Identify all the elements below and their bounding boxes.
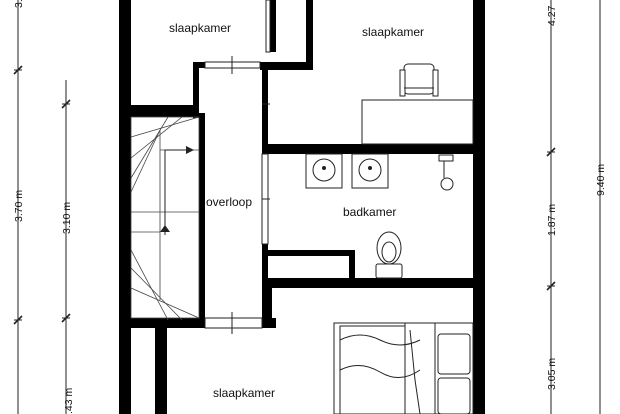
partition-landing-bath bbox=[262, 62, 268, 154]
bed bbox=[333, 322, 474, 414]
toilet bbox=[375, 231, 403, 279]
wall-stair-top bbox=[131, 105, 199, 117]
desk bbox=[361, 63, 474, 145]
wall-top-left-vertical bbox=[193, 62, 199, 118]
outer-wall-right bbox=[473, 0, 485, 414]
bathroom-niche-top bbox=[262, 250, 355, 256]
label-bedroom-bottom: slaapkamer bbox=[213, 386, 275, 400]
label-bedroom-top-left: slaapkamer bbox=[169, 21, 231, 35]
pillow-1 bbox=[437, 333, 471, 375]
partition-top-left-bedroom bbox=[270, 0, 276, 52]
walls bbox=[119, 0, 485, 414]
bathroom-top-wall bbox=[262, 144, 485, 154]
pillow-2 bbox=[437, 377, 471, 414]
desk-top bbox=[361, 99, 474, 145]
dim-left-inner-mid: 3.10 m bbox=[61, 202, 73, 234]
label-bathroom: badkamer bbox=[343, 205, 396, 219]
chair-arm-left bbox=[399, 69, 406, 97]
dim-left-outer-mid: 3.70 m bbox=[13, 190, 25, 222]
stair-right-wall bbox=[199, 113, 205, 325]
dim-right-inner-mid: 1.87 m bbox=[546, 204, 558, 236]
dim-right-outer: 9.40 m bbox=[595, 164, 607, 196]
bottom-bedroom-divider bbox=[262, 284, 272, 326]
chair-arm-right bbox=[432, 69, 439, 97]
wall-top-right-bottom bbox=[260, 62, 313, 70]
dimension-labels: 3. 3.70 m .43 m 3.10 m 4.27 1.87 m 3.05 … bbox=[13, 0, 607, 414]
door-bottom-left bbox=[204, 317, 263, 329]
shower-head bbox=[438, 154, 454, 191]
dim-left-outer-bottom: .43 m bbox=[63, 387, 75, 414]
bathroom-bottom-wall bbox=[262, 278, 485, 288]
dim-right-inner-bottom: 3.05 m bbox=[546, 358, 558, 390]
label-landing: overloop bbox=[206, 195, 252, 209]
partition-top-right-bedroom bbox=[306, 0, 313, 70]
closet-wall bbox=[155, 328, 167, 414]
chair-seat bbox=[403, 63, 435, 95]
door-markers bbox=[231, 56, 270, 334]
bottom-bedroom-top-wall-left bbox=[131, 318, 205, 328]
wardrobe-top-left bbox=[265, 0, 271, 53]
outer-wall-left bbox=[119, 0, 131, 414]
bathroom-fixtures bbox=[305, 153, 454, 279]
room-labels: slaapkamer slaapkamer overloop badkamer … bbox=[169, 21, 424, 400]
dim-right-inner-top: 4.27 bbox=[546, 5, 558, 26]
bathroom-niche-right bbox=[349, 250, 355, 284]
staircase bbox=[130, 116, 200, 321]
dim-left-outer-top: 3. bbox=[13, 0, 25, 8]
label-bedroom-top-right: slaapkamer bbox=[362, 25, 424, 39]
dimension-ticks bbox=[13, 65, 556, 325]
